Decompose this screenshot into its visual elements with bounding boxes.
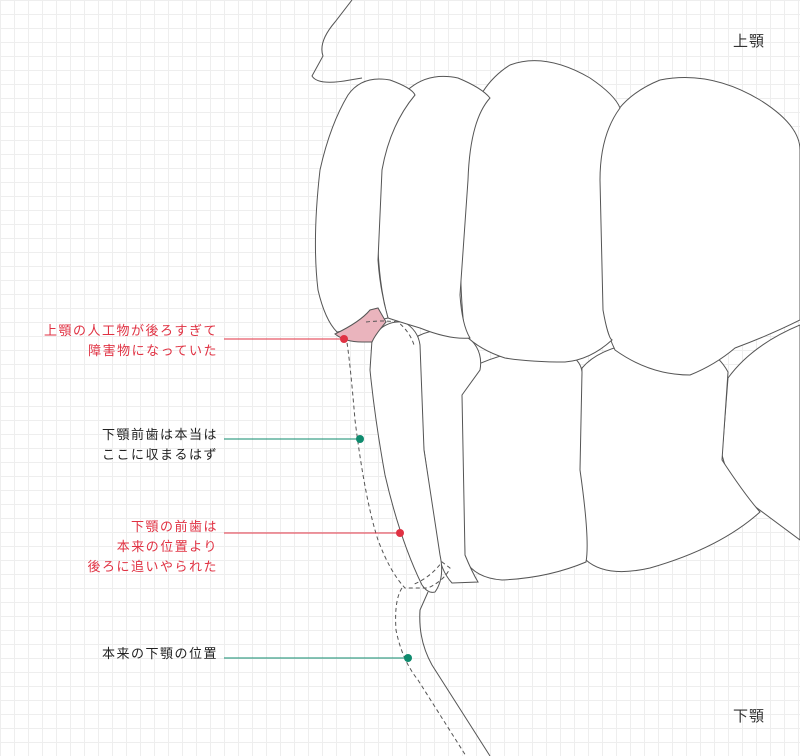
upper-lip-outline	[311, 0, 363, 83]
upper-lateral-incisor-tooth	[377, 75, 491, 339]
upper-artifact-highlight	[334, 307, 387, 343]
lower-premolar-tooth	[459, 349, 588, 581]
callout-upper-artifact-line-2: 障害物になっていた	[88, 344, 218, 359]
original-jaw-dashed-outline	[395, 587, 467, 756]
callout-should-fit-line-1: 下顎前歯は本当は	[101, 428, 218, 443]
lower-jaw-label: 下顎	[733, 707, 766, 725]
callout-pushed-back-line-3: 後ろに追いやられた	[87, 560, 218, 575]
ideal-incisor-dashed-outline	[345, 335, 451, 589]
upper-jaw-label: 上顎	[733, 32, 766, 50]
lower-gum-outline	[419, 591, 491, 756]
callout-original-position: 本来の下顎の位置	[102, 645, 218, 665]
callout-should-fit-line-2: ここに収まるはず	[101, 448, 218, 463]
upper-molar-tooth	[599, 77, 800, 376]
callout-upper-artifact-line-1: 上顎の人工物が後ろすぎて	[43, 324, 218, 339]
callout-dot-pushed-back	[396, 529, 404, 537]
callout-should-fit: 下顎前歯は本当は ここに収まるはず	[102, 426, 218, 466]
callout-dot-original-position	[404, 654, 412, 662]
callout-pushed-back-line-1: 下顎の前歯は	[130, 520, 218, 535]
callout-original-position-line-1: 本来の下顎の位置	[101, 647, 218, 662]
callout-upper-artifact: 上顎の人工物が後ろすぎて 障害物になっていた	[44, 322, 218, 362]
ideal-incisor-dashed-top	[365, 320, 415, 346]
upper-central-incisor-tooth	[314, 78, 416, 333]
callout-pushed-back-line-2: 本来の位置より	[116, 540, 218, 555]
callout-dot-should-fit	[356, 435, 364, 443]
upper-premolar-tooth	[459, 60, 621, 363]
callout-dot-upper-artifact	[340, 335, 348, 343]
callout-pushed-back: 下顎の前歯は 本来の位置より 後ろに追いやられた	[87, 518, 218, 578]
